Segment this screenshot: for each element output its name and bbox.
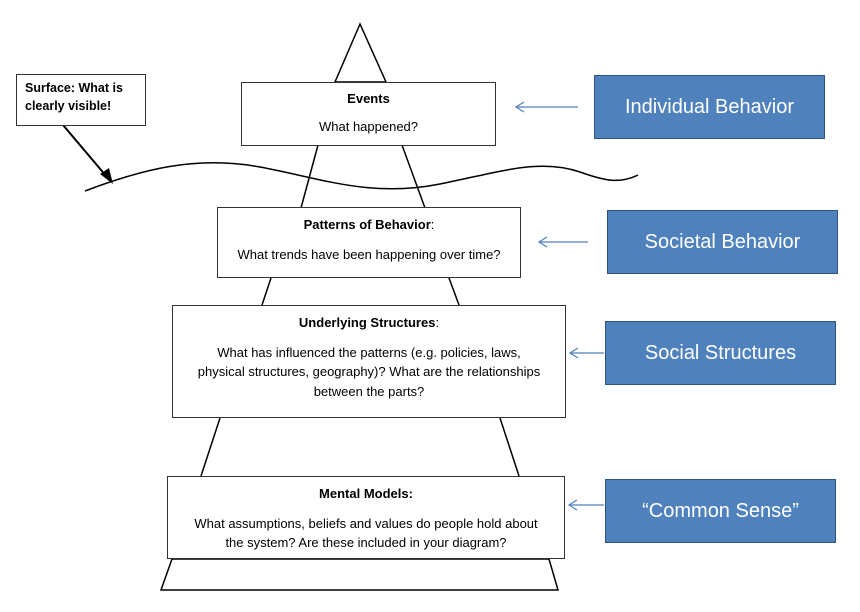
surface-pointer-line [62,124,108,178]
mental-models-title: Mental Models: [319,486,413,501]
mental-models-box: Mental Models: What assumptions, beliefs… [167,476,565,559]
label-social-structures: Social Structures [605,321,836,385]
pyramid-edge [499,417,520,477]
label-societal-behavior: Societal Behavior [607,210,838,274]
events-question: What happened? [318,118,419,134]
label-arrow [567,499,604,511]
label-arrow [537,236,588,248]
surface-note-line1: Surface: What is [25,81,123,95]
surface-pointer-arrowhead [100,168,113,184]
patterns-title: Patterns of Behavior: [303,217,435,232]
structures-box: Underlying Structures: What has influenc… [172,305,566,418]
pyramid-edge [448,277,460,306]
label-arrow [514,101,578,113]
iceberg-peak [333,22,388,83]
pyramid-edge [300,144,319,209]
mental-models-question-line: the system? Are these included in your d… [225,535,507,550]
events-box: Events What happened? [241,82,496,146]
pyramid-edge [200,417,221,477]
water-surface-line [84,162,639,192]
label-arrow [568,347,604,359]
structures-question-line: physical structures, geography)? What ar… [197,364,541,379]
structures-title: Underlying Structures: [298,315,440,330]
label-common-sense: “Common Sense” [605,479,836,543]
structures-question-line: between the parts? [313,383,425,399]
pyramid-base [159,558,559,591]
label-individual-behavior: Individual Behavior [594,75,825,139]
pyramid-edge [261,277,272,306]
surface-note: Surface: What is clearly visible! [16,74,146,126]
patterns-box: Patterns of Behavior: What trends have b… [217,207,521,278]
events-title: Events [347,91,390,106]
surface-note-line2: clearly visible! [25,99,112,114]
structures-question-line: What has influenced the patterns (e.g. p… [217,344,521,360]
patterns-question: What trends have been happening over tim… [237,246,501,262]
mental-models-question-line: What assumptions, beliefs and values do … [194,515,538,531]
pyramid-edge [401,144,426,209]
